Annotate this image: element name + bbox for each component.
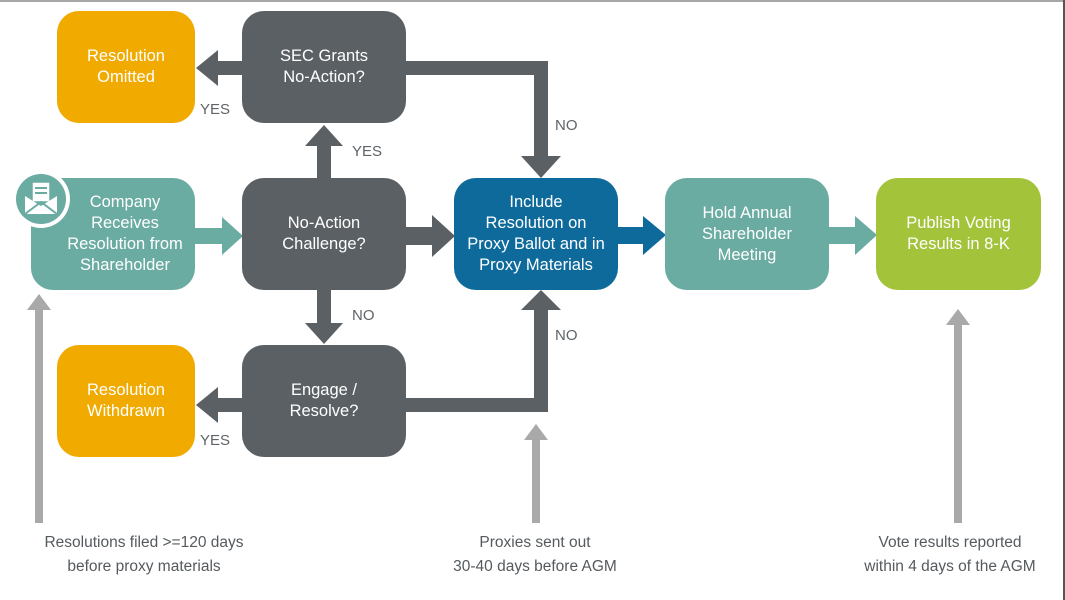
edge-label-sec-to-include: NO	[555, 117, 578, 134]
arrow-engage-to-withdrawn	[196, 387, 245, 423]
timeline-note-results: Vote results reported within 4 days of t…	[864, 534, 1036, 575]
arrow-engage-to-include	[405, 290, 561, 412]
node-sec-grants-label: SEC Grants No-Action?	[279, 47, 369, 86]
arrow-sec-to-omitted	[196, 50, 245, 86]
arrow-sec-to-include	[405, 61, 561, 178]
node-company-receives-label: Company Receives Resolution from Shareho…	[67, 193, 183, 274]
node-resolution-withdrawn-label: Resolution Withdrawn	[87, 381, 165, 420]
arrow-challenge-to-engage	[305, 290, 343, 344]
node-publish-voting-results: Publish Voting Results in 8-K	[876, 178, 1041, 290]
timeline-arrow-results	[946, 309, 970, 523]
arrow-include-to-meeting	[617, 216, 666, 255]
node-sec-grants-no-action: SEC Grants No-Action?	[242, 11, 406, 123]
timeline-note-proxies: Proxies sent out 30-40 days before AGM	[453, 534, 617, 575]
edge-label-engage-to-withdrawn: YES	[200, 432, 231, 449]
node-resolution-withdrawn: Resolution Withdrawn	[57, 345, 195, 457]
node-include-resolution-label: Include Resolution on Proxy Ballot and i…	[467, 193, 605, 274]
edge-label-sec-to-omitted: YES	[200, 101, 231, 118]
node-engage-resolve-label: Engage / Resolve?	[289, 381, 359, 420]
node-hold-annual-meeting: Hold Annual Shareholder Meeting	[665, 178, 829, 290]
edge-label-challenge-to-engage: NO	[352, 307, 375, 324]
envelope-letter-icon	[10, 168, 72, 230]
timeline-arrow-filing	[27, 294, 51, 523]
node-no-action-challenge-label: No-Action Challenge?	[282, 214, 366, 253]
node-include-resolution: Include Resolution on Proxy Ballot and i…	[454, 178, 618, 290]
node-resolution-omitted: Resolution Omitted	[57, 11, 195, 123]
node-no-action-challenge: No-Action Challenge?	[242, 178, 406, 290]
arrow-challenge-to-include	[406, 215, 455, 257]
node-resolution-omitted-label: Resolution Omitted	[87, 47, 165, 86]
frame-top-border	[0, 0, 1065, 2]
edge-label-engage-to-include: NO	[555, 327, 578, 344]
node-publish-results-label: Publish Voting Results in 8-K	[906, 214, 1011, 253]
node-hold-meeting-label: Hold Annual Shareholder Meeting	[702, 203, 792, 264]
arrow-meeting-to-publish	[829, 216, 877, 255]
node-engage-resolve: Engage / Resolve?	[242, 345, 406, 457]
timeline-arrow-proxies	[524, 424, 548, 523]
edge-label-challenge-to-sec: YES	[352, 143, 383, 160]
frame-right-border	[1063, 0, 1065, 600]
arrow-challenge-to-sec	[305, 125, 343, 180]
timeline-note-filing: Resolutions filed >=120 days before prox…	[44, 534, 244, 575]
arrow-company-to-challenge	[195, 217, 243, 255]
